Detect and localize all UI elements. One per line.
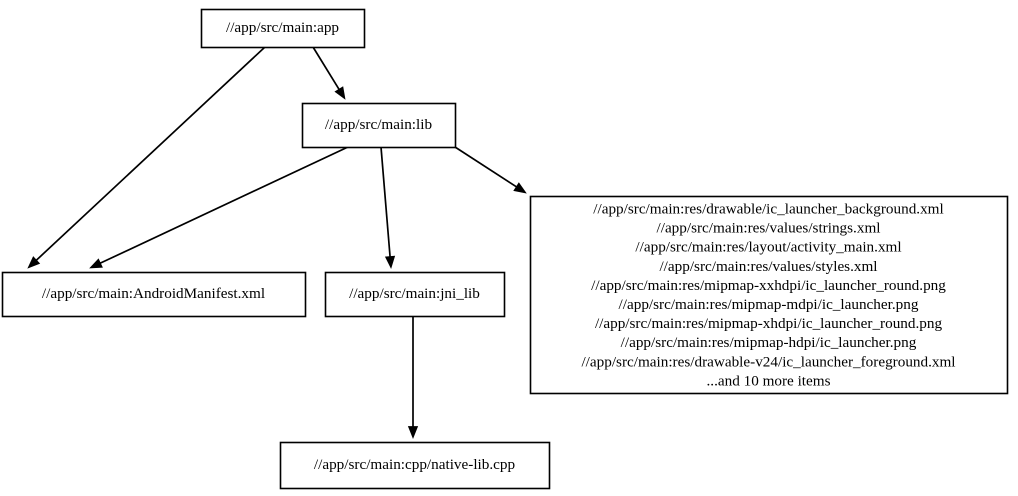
graph-edge-jni_lib-to-native_lib <box>407 316 419 439</box>
graph-edge-lib-to-jni_lib <box>380 146 396 269</box>
node-label: //app/src/main:AndroidManifest.xml <box>42 285 265 302</box>
edges-layer <box>27 46 527 439</box>
node-box[interactable] <box>529 195 1009 395</box>
graph-edge-lib-to-res_group <box>454 146 527 194</box>
arrowhead-icon <box>407 426 419 439</box>
edge-line <box>99 146 349 265</box>
node-label-line: //app/src/main:res/mipmap-xhdpi/ic_launc… <box>595 315 943 332</box>
graph-node-app[interactable]: //app/src/main:app <box>200 8 366 49</box>
node-box[interactable] <box>324 271 506 318</box>
node-label-line: //app/src/main:res/values/strings.xml <box>657 220 881 237</box>
node-box[interactable] <box>279 441 551 490</box>
node-label-line: //app/src/main:res/drawable-v24/ic_launc… <box>581 353 955 370</box>
arrowhead-icon <box>89 258 103 269</box>
edge-line <box>312 46 341 91</box>
graph-node-lib[interactable]: //app/src/main:lib <box>301 102 457 149</box>
node-box[interactable] <box>200 8 366 49</box>
node-label-multiline: //app/src/main:res/drawable/ic_launcher_… <box>581 201 955 390</box>
graph-edge-lib-to-manifest <box>89 146 349 269</box>
edge-line <box>35 46 266 262</box>
graph-node-native_lib[interactable]: //app/src/main:cpp/native-lib.cpp <box>279 441 551 490</box>
arrowhead-icon <box>384 255 396 269</box>
node-label-line: //app/src/main:res/mipmap-hdpi/ic_launch… <box>621 334 917 351</box>
node-label: //app/src/main:lib <box>325 116 433 133</box>
node-label-line: //app/src/main:res/mipmap-xxhdpi/ic_laun… <box>591 277 946 294</box>
graph-node-jni_lib[interactable]: //app/src/main:jni_lib <box>324 271 506 318</box>
graph-node-res_group[interactable]: //app/src/main:res/drawable/ic_launcher_… <box>529 195 1009 395</box>
node-label-line: ...and 10 more items <box>706 372 830 389</box>
edge-line <box>454 146 518 189</box>
arrowhead-icon <box>334 86 346 100</box>
nodes-layer: //app/src/main:app //app/src/main:lib //ap… <box>1 8 1009 490</box>
graph-edge-app-to-lib <box>312 46 346 100</box>
graph-node-manifest[interactable]: //app/src/main:AndroidManifest.xml <box>1 271 307 318</box>
edge-line <box>380 146 391 258</box>
node-label: //app/src/main:jni_lib <box>349 285 480 302</box>
node-label-line: //app/src/main:res/mipmap-mdpi/ic_launch… <box>619 296 919 313</box>
arrowhead-icon <box>513 182 527 194</box>
node-label: //app/src/main:cpp/native-lib.cpp <box>314 456 515 473</box>
node-label-line: //app/src/main:res/layout/activity_main.… <box>635 239 901 256</box>
node-label: //app/src/main:app <box>226 19 339 36</box>
node-box[interactable] <box>1 271 307 318</box>
arrowhead-icon <box>27 256 41 269</box>
node-box[interactable] <box>301 102 457 149</box>
graph-edge-app-to-manifest <box>27 46 266 269</box>
node-label-line: //app/src/main:res/drawable/ic_launcher_… <box>593 201 943 218</box>
node-label-line: //app/src/main:res/values/styles.xml <box>659 258 877 275</box>
